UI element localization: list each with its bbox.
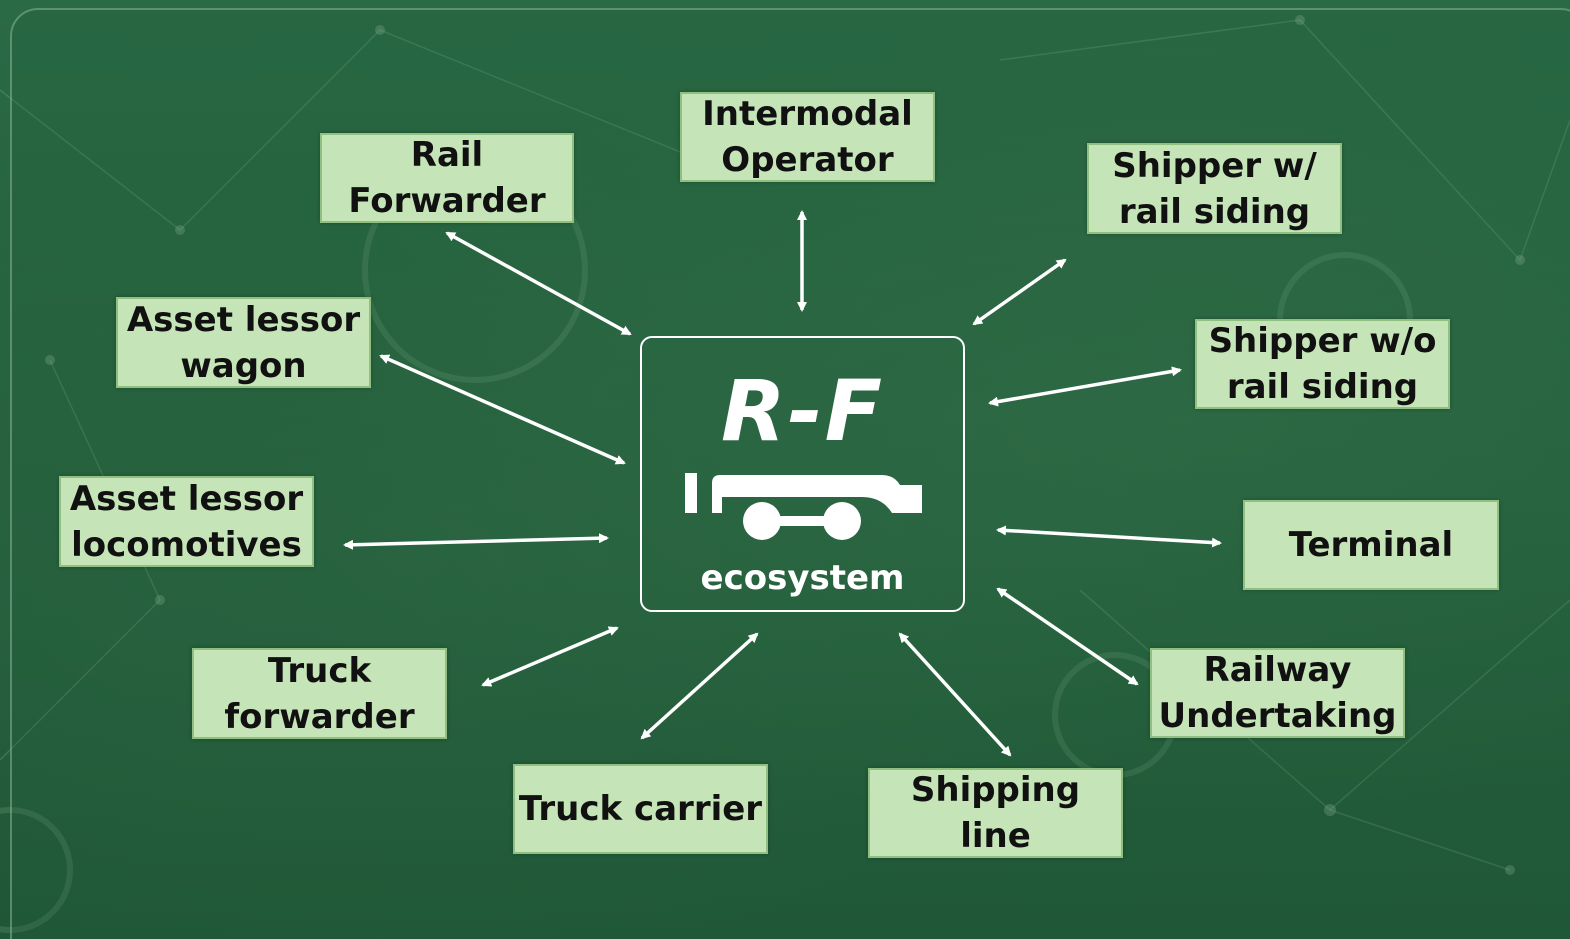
arrow-terminal bbox=[996, 525, 1222, 548]
arrow-truck-carrier bbox=[640, 632, 759, 740]
node-intermodal-operator: Intermodal Operator bbox=[680, 92, 935, 182]
arrow-railway-undertaking bbox=[996, 587, 1139, 686]
node-terminal: Terminal bbox=[1243, 500, 1499, 590]
node-truck-forwarder: Truck forwarder bbox=[192, 648, 447, 739]
arrow-asset-lessor-locomotives bbox=[343, 533, 609, 550]
arrow-shipper-without-siding bbox=[988, 366, 1182, 407]
node-truck-carrier: Truck carrier bbox=[513, 764, 768, 854]
node-asset-lessor-wagon: Asset lessor wagon bbox=[116, 297, 371, 388]
arrow-shipper-with-siding bbox=[972, 258, 1067, 326]
rf-logo-text: R-F bbox=[721, 362, 884, 460]
arrow-rail-forwarder bbox=[445, 231, 632, 336]
node-railway-undertaking: Railway Undertaking bbox=[1150, 648, 1405, 738]
node-rail-forwarder: Rail Forwarder bbox=[320, 133, 574, 223]
node-shipper-with-rail-siding: Shipper w/ rail siding bbox=[1087, 143, 1342, 234]
rail-wagon-icon bbox=[685, 473, 922, 540]
node-shipper-without-rail-siding: Shipper w/o rail siding bbox=[1195, 319, 1450, 409]
arrow-shipping-line bbox=[898, 632, 1012, 757]
ecosystem-label: ecosystem bbox=[700, 558, 905, 598]
rf-ecosystem-hub: R-F ecosystem bbox=[640, 336, 965, 612]
node-asset-lessor-locomotives: Asset lessor locomotives bbox=[59, 476, 314, 567]
arrow-asset-lessor-wagon bbox=[379, 354, 626, 465]
arrow-truck-forwarder bbox=[481, 626, 619, 687]
node-shipping-line: Shipping line bbox=[868, 768, 1123, 858]
